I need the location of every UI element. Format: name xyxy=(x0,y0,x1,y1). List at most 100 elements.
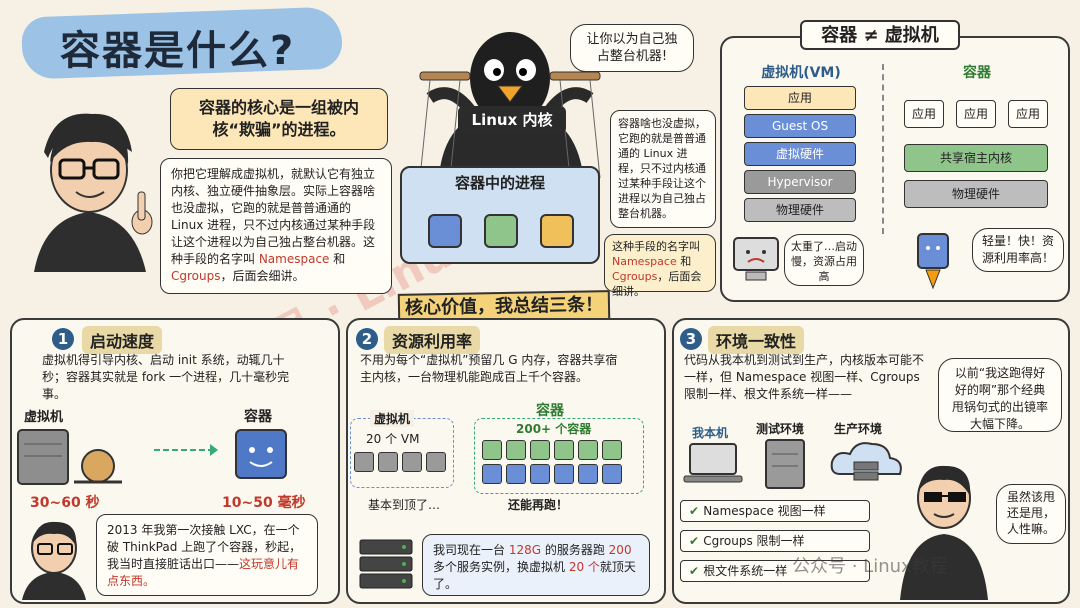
core-definition-text: 容器的核心是一组被内核“欺骗”的进程。 xyxy=(198,98,359,139)
kernel-side-note: 容器啥也没虚拟，它跑的就是普普通通的 Linux 进程，只不过内核通过某种手段让… xyxy=(610,110,716,228)
checkmark-icon: ✔ xyxy=(689,564,704,578)
checkmark-icon: ✔ xyxy=(689,504,704,518)
footer-watermark: 公众号 · Linux教程 xyxy=(792,556,948,577)
resources-vm-label: 虚拟机 xyxy=(370,410,415,427)
speed-vm-label: 虚拟机 xyxy=(24,410,64,425)
lxc-story-note: 2013 年我第一次接触 LXC，在一个破 ThinkPad 上跑了个容器，秒起… xyxy=(96,514,318,596)
namespace-term: Namespace xyxy=(258,252,330,266)
check-item-cgroups: ✔ Cgroups 限制一样 xyxy=(680,530,870,552)
comparison-divider xyxy=(882,64,884,234)
container-app-1: 应用 xyxy=(904,100,944,128)
blame-shift-bubble: 以前“我这跑得好好的啊”那个经典甩锅句式的出镜率大幅下降。 xyxy=(938,358,1062,432)
cloud-server-icon xyxy=(830,442,902,481)
container-mini-icon xyxy=(554,464,574,484)
check-item-label: Namespace 视图一样 xyxy=(703,504,826,518)
server-note-text-4: 就顶天了。 xyxy=(433,560,636,591)
process-cube-yellow xyxy=(540,214,574,248)
means-note-end: ，后面会细讲。 xyxy=(612,270,702,298)
container-stack: 应用 应用 应用 共享宿主内核 物理硬件 xyxy=(904,100,1048,208)
container-mini-icon xyxy=(482,464,502,484)
container-praise-bubble: 轻量！快！资源利用率高！ xyxy=(972,228,1064,272)
check-item-namespace: ✔ Namespace 视图一样 xyxy=(680,500,870,522)
container-layer-shared-kernel: 共享宿主内核 xyxy=(904,144,1048,172)
vm-mini-icon xyxy=(426,452,446,472)
speed-container-time: 10~50 毫秒 xyxy=(222,495,306,511)
resources-container-count: 200+ 个容器 xyxy=(516,422,592,436)
container-mini-icon xyxy=(530,440,550,460)
process-cube-green xyxy=(484,214,518,248)
container-app-2: 应用 xyxy=(956,100,996,128)
resources-vm-caption: 基本到顶了… xyxy=(368,498,441,512)
speed-vm-time: 30~60 秒 xyxy=(30,495,100,511)
section-consistency-title: 环境一致性 xyxy=(708,326,805,354)
page-title: 容器是什么? xyxy=(60,28,296,74)
env-local-label: 我本机 xyxy=(692,426,729,440)
laptop-icon xyxy=(683,443,743,483)
check-item-rootfs: ✔ 根文件系统一样 xyxy=(680,560,870,582)
means-note-and: 和 xyxy=(676,255,692,268)
means-note: 这种手段的名字叫Namespace 和 Cgroups，后面会细讲。 xyxy=(604,234,716,298)
container-app-3: 应用 xyxy=(1008,100,1048,128)
container-capacity-box xyxy=(474,418,644,494)
container-mini-icon xyxy=(578,440,598,460)
checkmark-icon: ✔ xyxy=(689,534,704,548)
section-consistency-text: 代码从我本机到测试到生产，内核版本可能不一样，但 Namespace 视图一样、… xyxy=(684,353,925,401)
container-title: 容器 xyxy=(963,65,991,81)
section-speed-number: 1 xyxy=(52,328,74,350)
process-cube-blue xyxy=(428,214,462,248)
means-note-namespace: Namespace xyxy=(612,255,677,268)
speed-arrow-icon xyxy=(154,444,218,456)
vm-layer-hypervisor: Hypervisor xyxy=(744,170,856,194)
intro-text-end: ，后面会细讲。 xyxy=(220,269,305,283)
container-mini-icon xyxy=(482,440,502,460)
vm-complaint-bubble: 太重了…启动慢，资源占用高 xyxy=(784,234,864,286)
section-resources-number: 2 xyxy=(356,328,378,350)
presenter-sunglasses-avatar xyxy=(900,465,988,600)
container-mini-icon xyxy=(506,440,526,460)
container-mini-icon xyxy=(578,464,598,484)
container-mini-icon xyxy=(602,440,622,460)
lxc-story-text: 2013 年我第一次接触 LXC，在一个破 ThinkPad 上跑了个容器，秒起… xyxy=(107,523,302,571)
linux-kernel-label: Linux 内核 xyxy=(458,106,566,134)
container-process-box: 容器中的进程 xyxy=(400,166,600,264)
means-note-text: 这种手段的名字叫 xyxy=(612,240,700,253)
section-resources-title: 资源利用率 xyxy=(384,326,481,354)
presenter-small-avatar xyxy=(22,521,86,600)
container-mini-icon xyxy=(554,440,574,460)
vm-layer-physical-hw: 物理硬件 xyxy=(744,198,856,222)
server-vm-count: 20 个 xyxy=(568,560,600,574)
slow-vm-server-icon xyxy=(17,429,122,485)
consistency-checklist: ✔ Namespace 视图一样 ✔ Cgroups 限制一样 ✔ 根文件系统一… xyxy=(680,500,870,582)
process-box-label: 容器中的进程 xyxy=(454,174,545,192)
section-resources-text: 不用为每个“虚拟机”预留几 G 内存，容器共享宿主内核，一台物理机能跑成百上千个… xyxy=(360,353,618,384)
speed-container-label: 容器 xyxy=(244,409,272,425)
lxc-story-punchline: 这玩意儿有点东西。 xyxy=(107,557,300,588)
intro-text-card: 你把它理解成虚拟机，就默认它有独立内核、独立硬件抽象层。实际上容器啥也没虚拟，它… xyxy=(160,158,392,294)
container-mini-grid xyxy=(482,440,632,484)
env-prod-label: 生产环境 xyxy=(834,422,883,436)
fast-container-icon xyxy=(235,429,287,479)
server-capacity-note: 我司现在一台 128G 的服务器跑 200 多个服务实例，换虚拟机 20 个就顶… xyxy=(422,534,650,596)
vm-mini-icon xyxy=(378,452,398,472)
resources-vm-count: 20 个 VM xyxy=(366,432,420,446)
penguin-speech-bubble: 让你以为自己独占整台机器! xyxy=(570,24,694,72)
vm-mini-row xyxy=(354,452,446,472)
cgroups-term: Cgroups xyxy=(171,269,221,283)
container-layer-physical-hw: 物理硬件 xyxy=(904,180,1048,208)
server-note-text: 我司现在一台 xyxy=(433,543,509,557)
intro-text: 你把它理解成虚拟机，就默认它有独立内核、独立硬件抽象层。实际上容器啥也没虚拟，它… xyxy=(171,167,376,266)
vm-layer-virtual-hw: 虚拟硬件 xyxy=(744,142,856,166)
server-instance-count: 200 xyxy=(608,543,632,557)
comparison-title: 容器 ≠ 虚拟机 xyxy=(800,20,960,50)
section-consistency-number: 3 xyxy=(680,328,702,350)
vm-mini-icon xyxy=(354,452,374,472)
vm-stack: 应用 Guest OS 虚拟硬件 Hypervisor 物理硬件 xyxy=(744,86,856,222)
section-speed-title: 启动速度 xyxy=(82,326,163,354)
server-rack-icon xyxy=(359,539,413,589)
resources-container-label: 容器 xyxy=(536,403,564,419)
resources-container-caption: 还能再跑！ xyxy=(508,498,569,512)
env-test-label: 测试环境 xyxy=(756,422,805,436)
container-mini-icon xyxy=(602,464,622,484)
vm-title: 虚拟机(VM) xyxy=(761,65,841,81)
rocket-container-icon xyxy=(917,233,949,290)
